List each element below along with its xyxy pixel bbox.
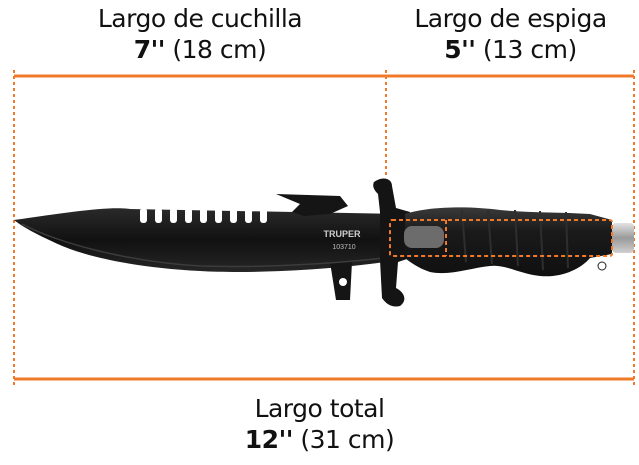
tang-length-value: 5'': [444, 34, 476, 64]
total-length-metric: (31 cm): [300, 424, 395, 454]
tang-length-title: Largo de espiga: [414, 4, 607, 33]
blade-length-metric: (18 cm): [172, 34, 267, 64]
total-length-label: Largo total 12'' (31 cm): [0, 394, 639, 455]
blade-length-value: 7'': [133, 34, 166, 64]
dimension-lines: [14, 74, 634, 381]
knife-illustration: TRUPER 103710: [14, 178, 634, 307]
tang-length-label: Largo de espiga 5'' (13 cm): [386, 4, 635, 65]
blade-model-text: 103710: [332, 244, 355, 251]
blade-spine-hook: [276, 194, 348, 216]
blade-brand-text: TRUPER: [323, 229, 361, 239]
total-length-value: 12'': [244, 424, 294, 454]
knife-blade: [14, 208, 400, 272]
tang-length-metric: (13 cm): [482, 34, 577, 64]
knife-pommel: [612, 223, 634, 253]
handle-grip-ridges: [461, 209, 569, 271]
knife-guard: [373, 178, 410, 307]
total-length-title: Largo total: [254, 394, 385, 423]
blade-length-label: Largo de cuchilla 7'' (18 cm): [14, 4, 386, 65]
knife-handle: [405, 207, 612, 277]
tang-outline: [389, 219, 613, 257]
handle-grip-insert: [404, 226, 444, 248]
blade-length-title: Largo de cuchilla: [97, 4, 303, 33]
blade-serrations: [140, 208, 267, 223]
